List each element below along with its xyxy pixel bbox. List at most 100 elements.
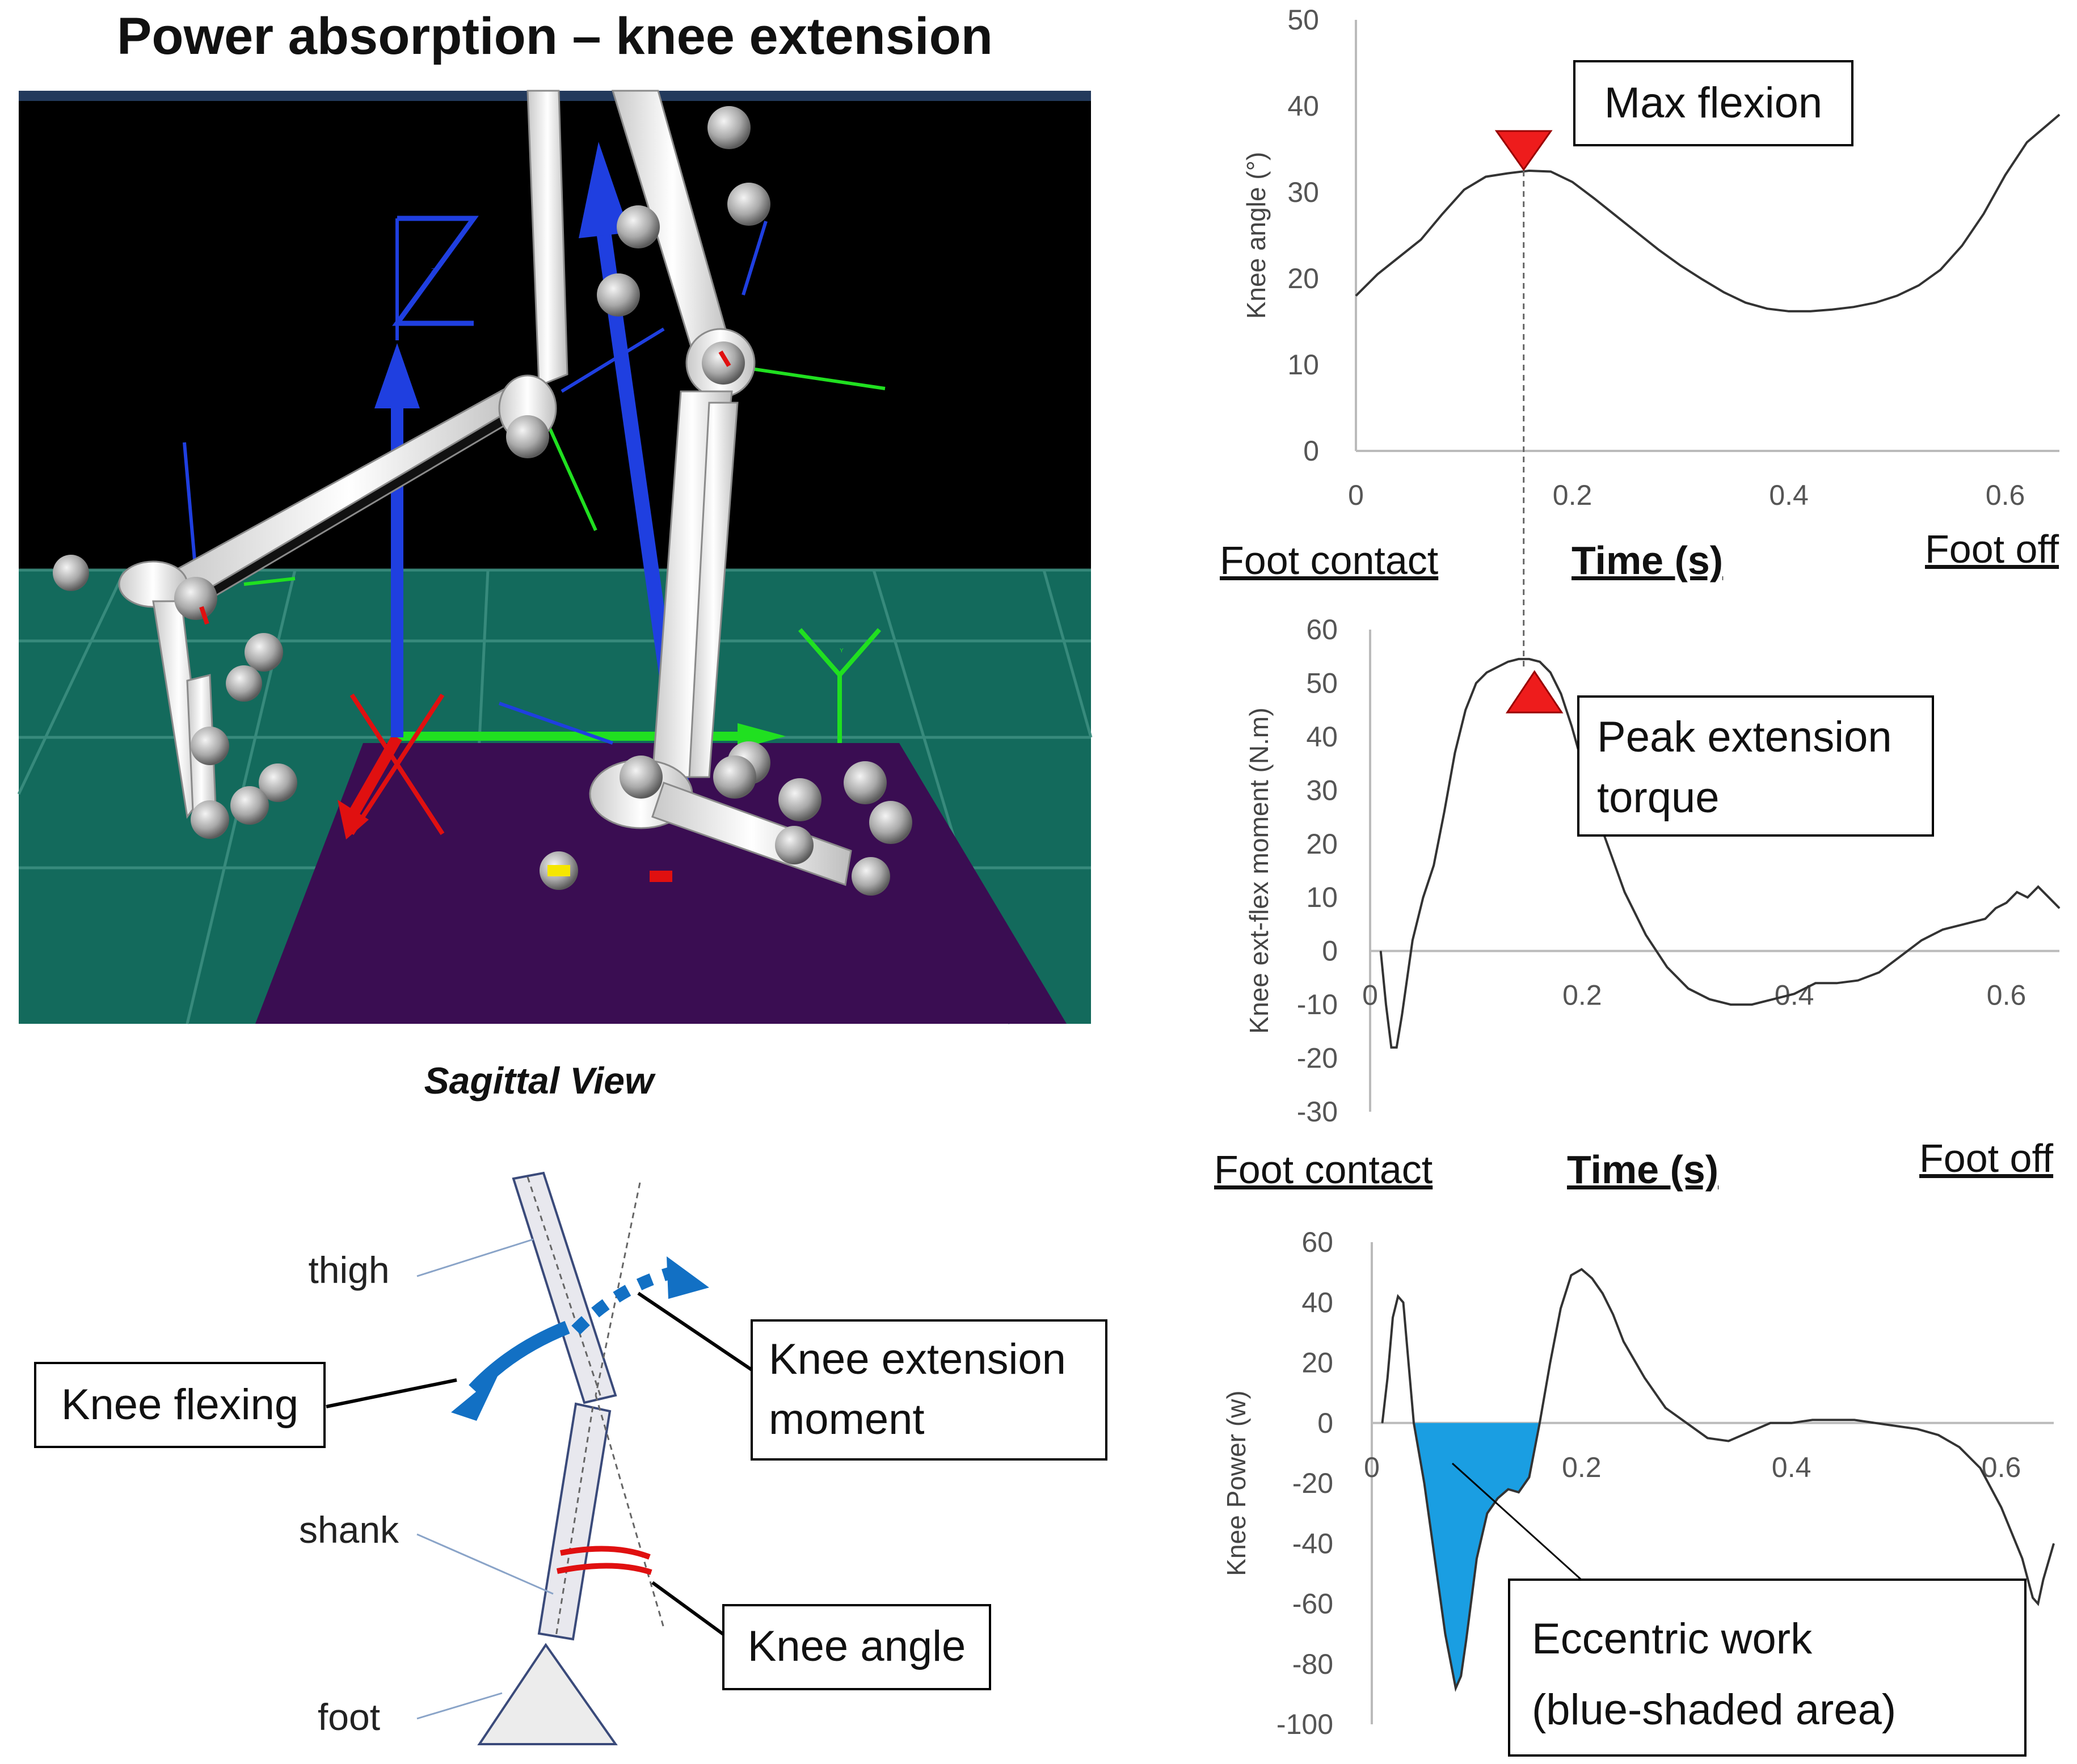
knee-extension-label-1: Knee extension (769, 1335, 1066, 1383)
data-point (1615, 215, 1616, 216)
thigh-label: thigh (308, 1249, 389, 1291)
y-axis-title: Knee angle (°) (1241, 152, 1271, 319)
data-point (1985, 918, 1986, 919)
y-tick-label: -10 (1297, 989, 1338, 1020)
eccentric-leader (1451, 1462, 1598, 1595)
data-point (1434, 1558, 1435, 1559)
marker-spheres (53, 106, 912, 896)
data-point (1497, 666, 1498, 668)
data-point (1570, 1275, 1572, 1276)
data-point (1408, 1362, 1409, 1364)
x-tick-label: 0 (1364, 1451, 1380, 1483)
knee-diagram: thigh shank foot Knee flexing Knee exten… (34, 1171, 1107, 1745)
x-tick-label: 0.6 (1987, 980, 2027, 1011)
y-axis-title: Knee ext-flex moment (N.m) (1244, 707, 1274, 1033)
data-point (2000, 1506, 2002, 1508)
max-flexion-box (1573, 60, 1853, 146)
x-tick-label: 0 (1362, 980, 1378, 1011)
knee-angle-arc (560, 1546, 651, 1560)
grf-arrowhead (579, 142, 630, 238)
figure-title: Power absorption – knee extension (117, 7, 993, 65)
knee-extension-arrow (571, 1267, 671, 1335)
y-tick-label: 40 (1306, 721, 1338, 753)
y-tick-label: -80 (1292, 1648, 1333, 1680)
data-point (1528, 170, 1530, 171)
data-point (1476, 1558, 1477, 1559)
x-tick-label: 0.6 (1982, 1451, 2021, 1483)
data-point (1396, 1047, 1397, 1048)
data-point (1455, 1687, 1456, 1689)
eccentric-work-label-2: (blue-shaded area) (1532, 1686, 1896, 1734)
max-flexion-marker (1494, 130, 1553, 171)
data-point (2042, 1579, 2044, 1580)
foot-contact-label: Foot contact (1220, 538, 1438, 583)
x-tick-label: 0.4 (1769, 479, 1809, 511)
data-point (1602, 1293, 1603, 1294)
x-tick-label: 0.2 (1553, 479, 1592, 511)
y-tick-label: 10 (1287, 349, 1319, 381)
knee-flexing-box (34, 1362, 326, 1448)
x-tick-label: 0 (1348, 479, 1364, 511)
knee-extension-label-2: moment (769, 1395, 925, 1444)
y-tick-label: -20 (1297, 1043, 1338, 1074)
data-point (1560, 1308, 1561, 1309)
y-axis-glyph (798, 628, 882, 743)
data-point (1937, 1434, 1939, 1436)
knee-angle-box (722, 1604, 991, 1690)
foot-segment (477, 1643, 618, 1745)
shank-label: shank (299, 1509, 399, 1551)
data-point (1442, 213, 1443, 214)
data-point (1878, 972, 1880, 973)
data-point (1836, 982, 1838, 984)
data-point (2053, 1543, 2054, 1544)
y-tick-label: 20 (1287, 263, 1319, 294)
data-point (1486, 672, 1488, 673)
sagittal-render-panel: Y Z (17, 90, 1093, 1024)
x-tick-label: 0.4 (1772, 1451, 1811, 1483)
y-tick-label: 40 (1287, 90, 1319, 122)
foot-off-label: Foot off (1919, 1136, 2054, 1180)
data-point (1550, 672, 1551, 673)
x-axis-title: Time (s) (1572, 538, 1723, 583)
y-tick-label: 20 (1301, 1347, 1333, 1379)
knee-extension-box (751, 1319, 1107, 1461)
knee-flexing-label: Knee flexing (61, 1381, 298, 1429)
y-axis-label: Y (840, 648, 844, 654)
render-caption: Sagittal View (424, 1060, 656, 1102)
data-point (1392, 1317, 1393, 1318)
eccentric-work-label-1: Eccentric work (1532, 1615, 1813, 1663)
y-tick-label: 50 (1287, 4, 1319, 36)
x-tick-label: 0.2 (1562, 980, 1602, 1011)
y-tick-label: -60 (1292, 1588, 1333, 1620)
data-point (1486, 1513, 1488, 1514)
series-line (1379, 657, 2061, 1049)
peak-torque-box (1577, 695, 1934, 837)
peak-torque-marker (1505, 670, 1564, 714)
foot-off-label: Foot off (1925, 527, 2059, 571)
data-point (1528, 1476, 1530, 1478)
y-tick-label: -100 (1276, 1708, 1333, 1740)
data-point (1875, 302, 1876, 303)
data-point (1623, 1341, 1624, 1342)
data-point (1701, 278, 1703, 280)
x-axis-vector (347, 693, 445, 835)
knee-angle-label: Knee angle (748, 1622, 966, 1670)
z-axis-label: Z (431, 268, 435, 274)
y-tick-label: 0 (1303, 435, 1319, 467)
x-tick-label: 0.4 (1775, 980, 1814, 1011)
foot-label: foot (318, 1696, 380, 1738)
foot-contact-label: Foot contact (1214, 1147, 1433, 1192)
z-force-arrowhead (374, 343, 420, 408)
knee-flexing-arrow (469, 1320, 570, 1395)
data-point (1900, 956, 1901, 957)
y-tick-label: -20 (1292, 1467, 1333, 1499)
x-axis-arrowhead (338, 800, 369, 839)
y-tick-label: -30 (1297, 1096, 1338, 1128)
data-point (2032, 1597, 2033, 1598)
peak-torque-label-2: torque (1597, 774, 1720, 822)
data-point (1940, 269, 1941, 271)
